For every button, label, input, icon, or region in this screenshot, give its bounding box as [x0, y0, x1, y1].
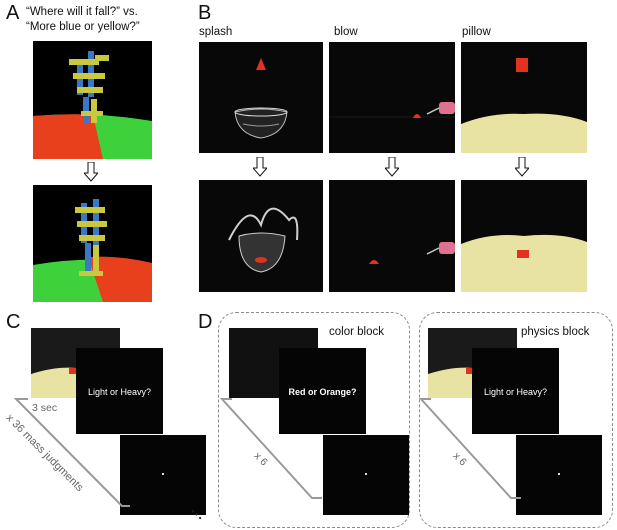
color-block-container	[218, 312, 410, 528]
panel-a-question-line2: “More blue or yellow?”	[26, 21, 140, 33]
condition-label-blow: blow	[334, 26, 358, 38]
down-arrow-icon	[385, 157, 399, 177]
color-timeline-bracket	[219, 398, 322, 499]
panel-a-question-line1: “Where will it fall?” vs.	[26, 6, 138, 18]
question-text: Light or Heavy?	[87, 386, 152, 397]
down-arrow-icon	[253, 157, 267, 177]
color-question-text: Red or Orange?	[288, 386, 357, 397]
color-fixation-screen	[323, 435, 409, 515]
down-arrow-icon	[84, 162, 98, 182]
condition-label-pillow: pillow	[462, 26, 491, 38]
physics-block-container	[419, 312, 613, 528]
blow-image-after	[329, 180, 455, 292]
panel-a-letter: A	[6, 2, 20, 24]
physics-question-screen: Light or Heavy?	[472, 348, 559, 434]
down-arrow-icon	[515, 157, 529, 177]
fixation-screen	[120, 435, 206, 515]
condition-label-splash: splash	[199, 26, 233, 38]
tower-image-before	[33, 41, 152, 159]
color-question-screen: Red or Orange?	[279, 348, 366, 434]
duration-label: 3 sec	[32, 402, 58, 414]
blow-image-before	[329, 42, 455, 153]
fixation-dot	[162, 473, 164, 475]
tower-image-after	[33, 185, 152, 302]
panel-d-letter: D	[198, 311, 213, 333]
question-screen: Light or Heavy?	[76, 348, 163, 434]
panel-b-letter: B	[198, 2, 212, 24]
pillow-image-after	[461, 180, 587, 292]
timeline-bracket	[13, 398, 130, 507]
color-block-title: color block	[329, 326, 384, 338]
splash-image-after	[199, 180, 323, 292]
splash-image-before	[199, 42, 323, 153]
pillow-image-before	[461, 42, 587, 153]
panel-c-letter: C	[6, 311, 21, 333]
physics-timeline-bracket	[418, 398, 521, 499]
physics-block-title: physics block	[521, 326, 590, 338]
fixation-dot	[365, 473, 367, 475]
physics-question-text: Light or Heavy?	[483, 386, 548, 397]
physics-fixation-screen	[516, 435, 602, 515]
fixation-dot	[558, 473, 560, 475]
